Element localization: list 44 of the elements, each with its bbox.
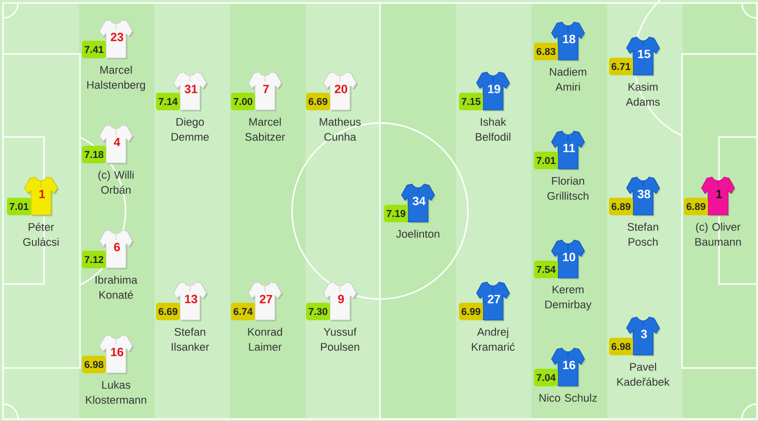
rating-badge: 7.12	[82, 250, 106, 268]
player-name: Marcel Sabitzer	[245, 118, 285, 141]
player-name: Stefan Posch	[628, 222, 658, 246]
rating-badge: 7.01	[7, 198, 31, 216]
player-name: Yussuf Poulsen	[321, 328, 360, 351]
rating-badge: 6.89	[684, 198, 708, 216]
player-name: Ishak Belfodil	[476, 118, 510, 141]
player-name: Nadiem Amiri	[550, 68, 586, 91]
player-name: Nico Schulz	[540, 394, 597, 402]
rating-badge: 7.30	[306, 302, 330, 320]
rating-badge: 7.19	[384, 204, 408, 222]
rating-badge: 7.00	[231, 92, 255, 110]
rating-badge: 6.98	[82, 356, 106, 374]
rating-badge: 6.69	[156, 302, 180, 320]
rating-badge: 6.74	[231, 302, 255, 320]
player-name: Péter Gulácsi	[23, 222, 59, 246]
player-name: Andrej Kramarić	[472, 328, 515, 351]
player-name: Lukas Klostermann	[86, 380, 146, 404]
rating-badge: 7.01	[534, 152, 558, 170]
player-name: Konrad Laimer	[248, 328, 282, 351]
rating-badge: 7.04	[534, 368, 558, 386]
player-name: Matheus Cunha	[320, 118, 361, 141]
rating-badge: 7.14	[156, 92, 180, 110]
rating-badge: 7.15	[459, 92, 483, 110]
rating-badge: 7.54	[534, 260, 558, 278]
rating-badge: 7.41	[82, 40, 106, 58]
player-name: Pavel Kadeřábek	[617, 362, 670, 386]
player-name: Stefan Ilsanker	[172, 328, 210, 351]
player-name: Kerem Demirbay	[545, 286, 592, 311]
player-name: Marcel Halstenberg	[87, 66, 145, 91]
rating-badge: 6.71	[609, 58, 633, 76]
player-name: Ibrahima Konaté	[96, 276, 138, 299]
player-name: Kasim Adams	[626, 82, 660, 106]
rating-badge: 6.69	[306, 92, 330, 110]
player-name: Florian Grillitsch	[547, 176, 588, 200]
rating-badge: 6.89	[609, 198, 633, 216]
player-name: Diego Demme	[172, 118, 209, 141]
rating-badge: 6.99	[459, 302, 483, 320]
rating-badge: 6.98	[609, 338, 633, 356]
player-name: (c) Willi Orbán	[98, 170, 134, 194]
rating-badge: 7.18	[82, 146, 106, 164]
player-name: (c) Oliver Baumann	[695, 222, 741, 246]
player-name: Joelinton	[396, 230, 440, 238]
rating-badge: 6.83	[534, 42, 558, 60]
